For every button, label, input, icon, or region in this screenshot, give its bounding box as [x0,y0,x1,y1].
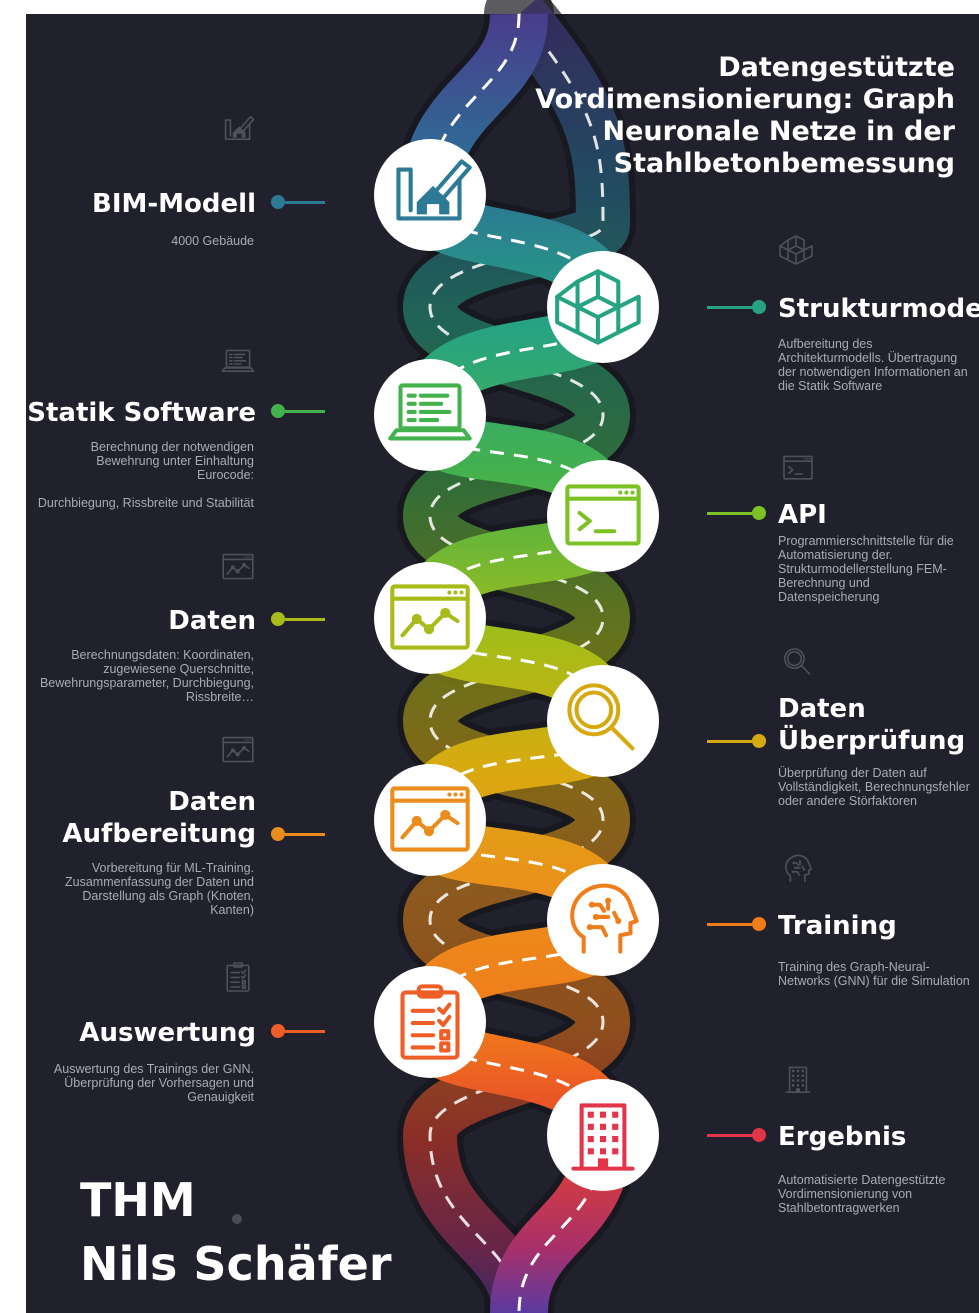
step-3-title: Statik Software [27,398,256,428]
step-4-description: Programmierschnittstelle für die Automat… [778,534,954,604]
structure-model-icon [555,269,641,345]
step-2-title: Strukturmodell [778,294,979,324]
step-3-marker-dot [271,404,285,418]
step-8-connector [707,923,752,926]
step-9-description: Auswertung des Trainings der GNN. Überpr… [53,1062,254,1104]
step-4-circle [547,460,659,572]
step-8-title: Training [778,911,897,941]
brain-icon [570,883,639,954]
step-8-description: Training des Graph-Neural-Networks (GNN)… [778,960,970,988]
step-3-ghost-laptop-icon [221,349,255,372]
step-4-connector [707,512,752,515]
separator-dot [232,1214,242,1224]
step-2-description: Aufbereitung des Architekturmodells. Übe… [778,337,968,393]
step-1-ghost-bim-model-icon [224,116,255,140]
step-6-marker-dot [752,734,766,748]
magnifier-icon [567,683,635,751]
step-5-marker-dot [271,612,285,626]
step-10-connector [707,1134,752,1137]
step-4-title: API [778,500,827,530]
step-8-marker-dot [752,917,766,931]
clipboard-icon [400,984,460,1060]
step-9-circle [374,966,486,1078]
step-10-marker-dot [752,1128,766,1142]
step-1-circle [374,139,486,251]
step-1-description: 4000 Gebäude [171,234,254,248]
step-7-circle [374,764,486,876]
author-org: THM [80,1173,196,1227]
step-9-connector [285,1030,325,1033]
step-8-ghost-brain-icon [785,854,812,883]
author-name: Nils Schäfer [80,1237,392,1291]
step-9-ghost-clipboard-icon [226,962,250,992]
step-2-ghost-structure-model-icon [779,235,813,265]
bim-model-icon [396,159,472,221]
step-5-title: Daten [168,606,256,636]
step-10-description: Automatisierte Datengestützte Vordimensi… [778,1173,946,1215]
step-7-ghost-data-processing-icon [222,736,254,763]
step-5-description: Berechnungsdaten: Koordinaten, zugewiese… [39,648,254,704]
step-6-ghost-magnifier-icon [784,648,811,675]
step-6-connector [707,740,752,743]
step-2-circle [547,251,659,363]
step-7-description: Vorbereitung für ML-Training. Zusammenfa… [65,861,254,917]
step-1-marker-dot [271,195,285,209]
step-3-connector [285,410,325,413]
step-2-connector [707,306,752,309]
step-7-title: Daten Aufbereitung [62,787,256,849]
data-chart-icon [390,584,470,650]
laptop-icon [388,383,472,441]
main-title: Datengestützte Vordimensionierung: Graph… [535,52,955,179]
step-6-circle [547,665,659,777]
step-6-title: Daten Überprüfung [778,694,966,756]
step-7-marker-dot [271,827,285,841]
terminal-icon [565,484,641,546]
step-10-ghost-building-icon [785,1066,811,1093]
step-3-description: Berechnung der notwendigen Bewehrung unt… [37,440,254,510]
step-10-circle [547,1079,659,1191]
step-9-title: Auswertung [79,1018,256,1048]
step-3-circle [374,359,486,471]
step-10-title: Ergebnis [778,1122,907,1152]
step-4-marker-dot [752,506,766,520]
step-6-description: Überprüfung der Daten auf Vollständigkei… [778,766,970,808]
step-9-marker-dot [271,1024,285,1038]
step-4-ghost-terminal-icon [783,455,813,480]
step-2-marker-dot [752,300,766,314]
step-5-circle [374,562,486,674]
step-1-title: BIM-Modell [92,189,256,219]
step-8-circle [547,864,659,976]
data-processing-icon [390,786,470,852]
step-7-connector [285,833,325,836]
building-icon [571,1103,635,1171]
step-1-connector [285,201,325,204]
step-5-ghost-data-chart-icon [222,553,254,580]
step-5-connector [285,618,325,621]
